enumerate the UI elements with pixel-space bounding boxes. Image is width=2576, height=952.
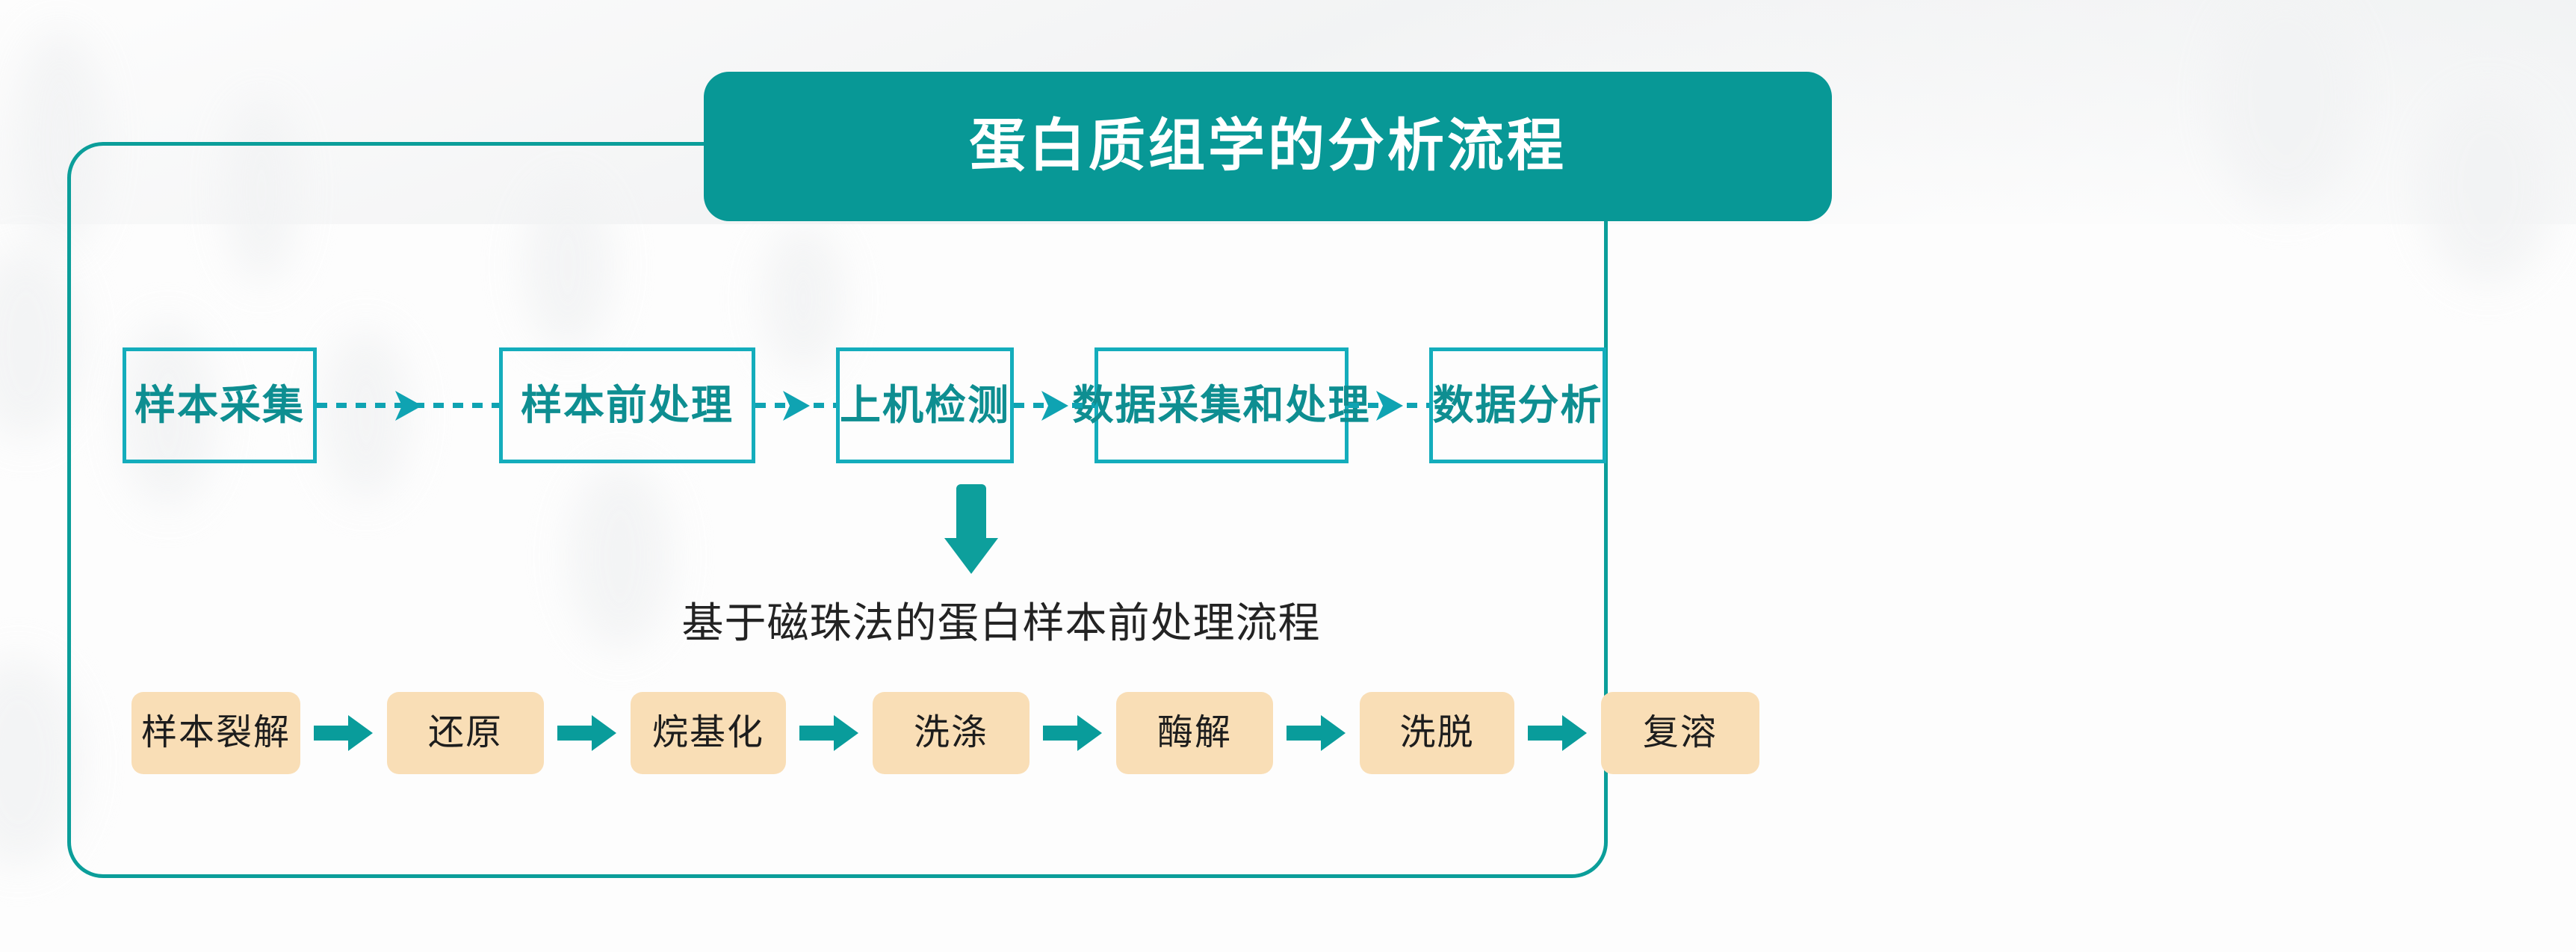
block-arrow-glyph [314, 715, 373, 751]
block-arrow-glyph [1043, 715, 1102, 751]
page-title: 蛋白质组学的分析流程 [969, 114, 1567, 178]
bead-step-label: 烷基化 [651, 713, 764, 752]
arrowhead [395, 390, 422, 421]
pipeline-row: 样本采集 样本前处理 上机检测 数据采集和处理 [123, 347, 2439, 463]
block-arrow-right-icon [544, 709, 631, 757]
bead-step-label: 洗涤 [913, 713, 988, 752]
block-arrow-right-icon [1514, 709, 1601, 757]
arrowhead [783, 390, 810, 421]
pipeline-stage-label: 上机检测 [840, 382, 1011, 428]
pipeline-stage-label: 样本采集 [134, 382, 305, 428]
background-blob [2421, 90, 2555, 284]
bead-step-label: 样本裂解 [140, 713, 291, 752]
bead-step-redissolution[interactable]: 复溶 [1601, 692, 1759, 774]
block-arrow-glyph [1528, 715, 1587, 751]
bead-step-washing[interactable]: 洗涤 [873, 692, 1030, 774]
bead-step-alkylation[interactable]: 烷基化 [631, 692, 786, 774]
arrowhead [1041, 390, 1068, 421]
section-subtitle: 基于磁珠法的蛋白样本前处理流程 [681, 599, 1321, 646]
pipeline-stage-label: 数据分析 [1432, 382, 1603, 428]
arrowhead [1376, 390, 1403, 421]
bead-step-reduction[interactable]: 还原 [387, 692, 544, 774]
dashed-arrow-right-icon [1014, 390, 1095, 421]
pipeline-stage-sample-collection[interactable]: 样本采集 [123, 347, 317, 463]
down-arrow-icon [944, 484, 998, 574]
pipeline-stage-data-acquisition-processing[interactable]: 数据采集和处理 [1073, 347, 1369, 463]
block-arrow-right-icon [786, 709, 873, 757]
bead-step-label: 洗脱 [1399, 713, 1475, 752]
pipeline-stage-label: 样本前处理 [520, 382, 734, 428]
bead-step-sample-lysis[interactable]: 样本裂解 [131, 692, 300, 774]
bead-step-elution[interactable]: 洗脱 [1360, 692, 1514, 774]
beads-workflow-row: 样本裂解 还原 烷基化 洗涤 [131, 692, 1759, 774]
background-blob [2211, 0, 2361, 209]
dashed-arrow-right-icon [1349, 390, 1429, 421]
dashed-arrow-right-icon [755, 390, 836, 421]
bead-step-label: 还原 [427, 713, 503, 752]
bead-step-enzymatic-digestion[interactable]: 酶解 [1116, 692, 1273, 774]
block-arrow-glyph [557, 715, 616, 751]
block-arrow-right-icon [1273, 709, 1360, 757]
bead-step-label: 复溶 [1642, 713, 1718, 752]
block-arrow-glyph [799, 715, 858, 751]
title-banner: 蛋白质组学的分析流程 [704, 72, 1832, 221]
block-arrow-right-icon [300, 709, 387, 757]
dashed-arrow-right-icon [317, 390, 499, 421]
block-arrow-right-icon [1030, 709, 1116, 757]
pipeline-stage-instrument-detection[interactable]: 上机检测 [836, 347, 1014, 463]
bead-step-label: 酶解 [1157, 713, 1232, 752]
block-arrow-glyph [1287, 715, 1346, 751]
pipeline-stage-sample-pretreatment[interactable]: 样本前处理 [499, 347, 755, 463]
pipeline-stage-data-analysis[interactable]: 数据分析 [1429, 347, 1606, 463]
pipeline-stage-label: 数据采集和处理 [1072, 382, 1371, 428]
